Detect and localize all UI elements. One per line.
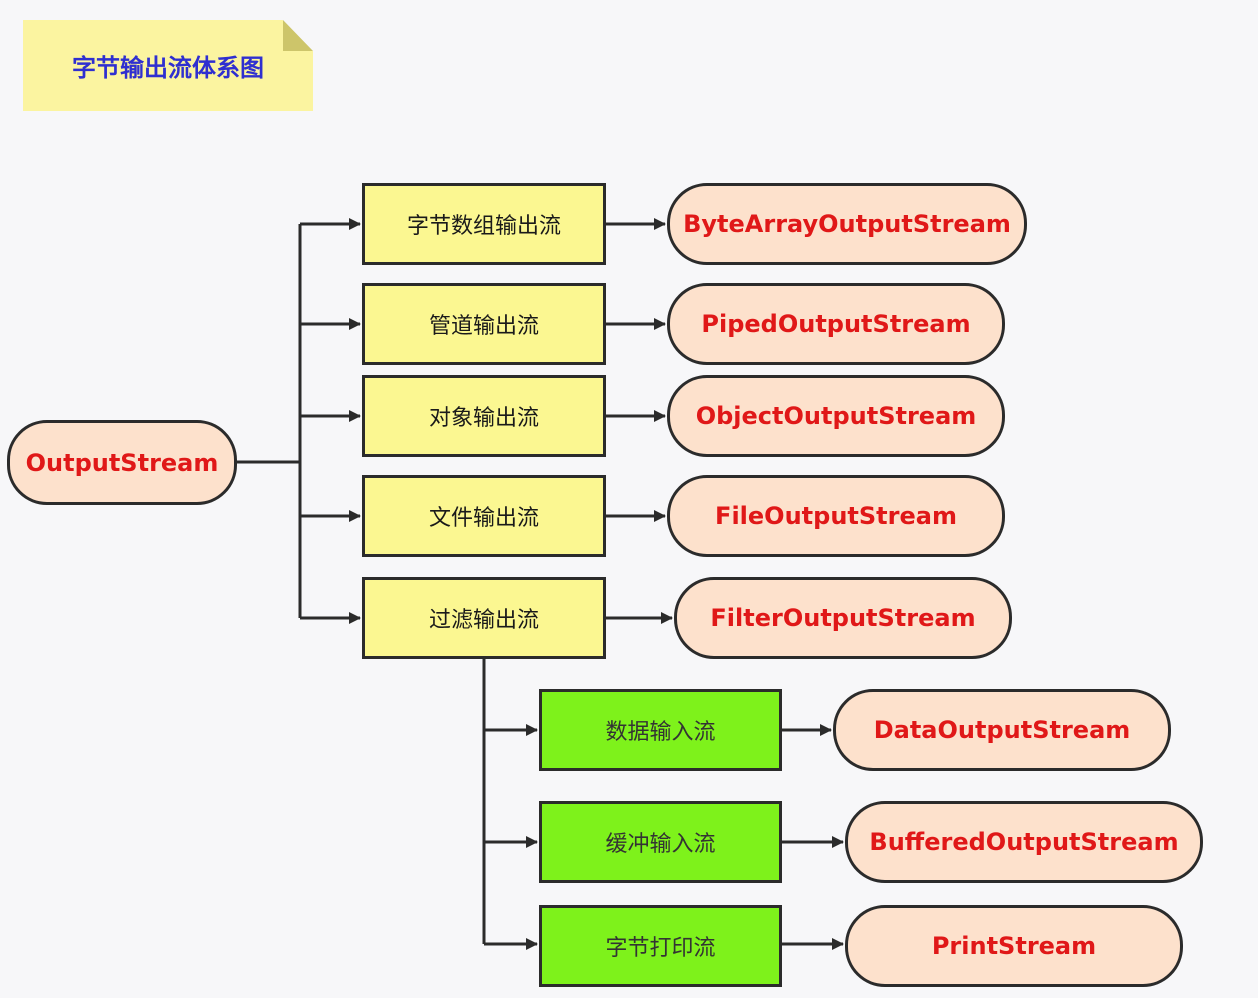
class-node-objectoutputstream: ObjectOutputStream	[667, 375, 1005, 457]
category-node-piped: 管道输出流	[362, 283, 606, 365]
category-node-file: 文件输出流	[362, 475, 606, 557]
category-node-filter: 过滤输出流	[362, 577, 606, 659]
class-node-dataoutputstream: DataOutputStream	[833, 689, 1171, 771]
title-note	[23, 20, 313, 111]
class-node-fileoutputstream: FileOutputStream	[667, 475, 1005, 557]
class-node-printstream: PrintStream	[845, 905, 1183, 987]
subclass-node-buffered: 缓冲输入流	[539, 801, 782, 883]
subclass-node-data: 数据输入流	[539, 689, 782, 771]
diagram-title: 字节输出流体系图	[72, 54, 264, 82]
root-node-outputstream: OutputStream	[7, 420, 237, 505]
class-node-filteroutputstream: FilterOutputStream	[674, 577, 1012, 659]
subclass-node-print: 字节打印流	[539, 905, 782, 987]
class-node-bufferedoutputstream: BufferedOutputStream	[845, 801, 1203, 883]
class-node-pipedoutputstream: PipedOutputStream	[667, 283, 1005, 365]
category-node-object: 对象输出流	[362, 375, 606, 457]
note-fold-corner	[283, 20, 313, 51]
category-node-bytearray: 字节数组输出流	[362, 183, 606, 265]
class-node-bytearrayoutputstream: ByteArrayOutputStream	[667, 183, 1027, 265]
